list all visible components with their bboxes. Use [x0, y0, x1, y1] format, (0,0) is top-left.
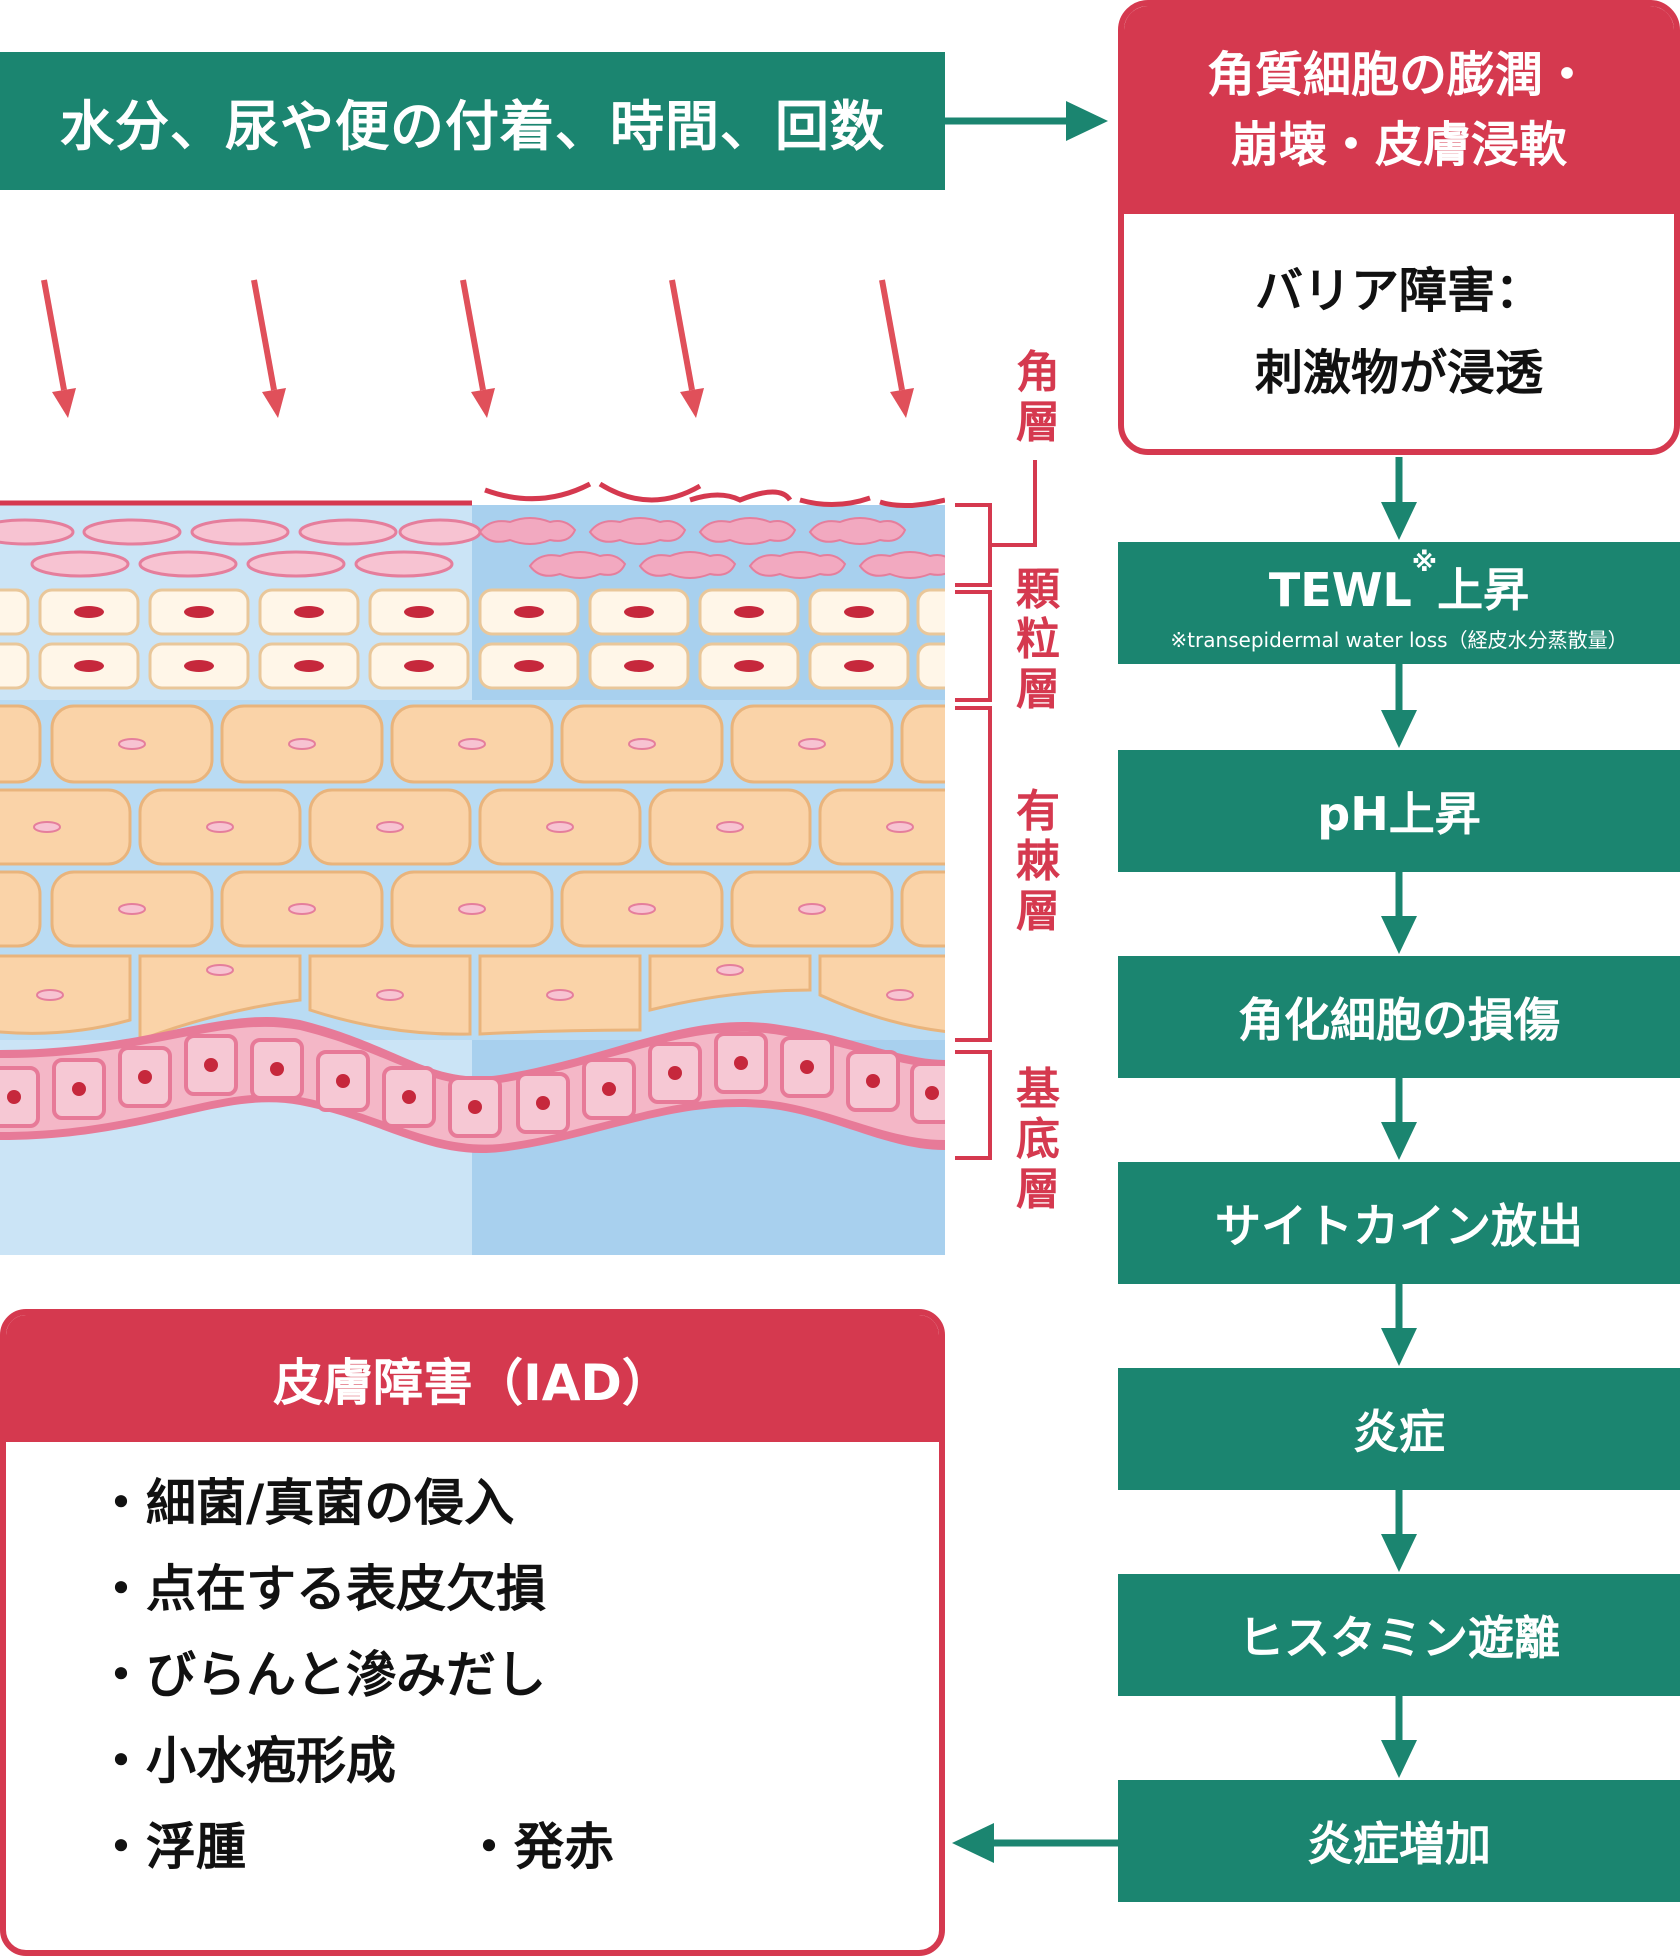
moisture-arrow-5 — [879, 279, 914, 418]
corneum-left — [0, 500, 482, 578]
damage-body-line-1: バリア障害： — [1254, 262, 1543, 319]
down-arrow-7 — [1381, 1696, 1417, 1778]
skin-cross-section — [0, 481, 945, 1255]
flow-step-keratinocyte-damage: 角化細胞の損傷 — [1118, 956, 1680, 1078]
down-arrow-2 — [1381, 664, 1417, 748]
moisture-arrow-4 — [669, 279, 704, 418]
layer-label-corneum: 角層 — [1016, 347, 1060, 448]
flow-down-arrows — [1381, 457, 1417, 1778]
moisture-arrow-2 — [251, 279, 286, 418]
down-arrow-5 — [1381, 1284, 1417, 1366]
flow-step-inflammation: 炎症 — [1118, 1368, 1680, 1490]
layer-label-spinous: 有棘層 — [1016, 786, 1060, 937]
flow-step-histamine: ヒスタミン遊離 — [1118, 1574, 1680, 1696]
down-arrow-4 — [1381, 1078, 1417, 1160]
damage-box-header: 角質細胞の膨潤・ 崩壊・皮膚浸軟 — [1124, 6, 1674, 214]
bracket-spinous — [955, 706, 992, 1042]
cause-text: 水分、尿や便の付着、時間、回数 — [60, 94, 885, 158]
flow-step-cytokine: サイトカイン放出 — [1118, 1162, 1680, 1284]
cause-banner: 水分、尿や便の付着、時間、回数 — [0, 52, 945, 190]
damage-body-line-2: 刺激物が浸透 — [1254, 344, 1543, 401]
corneum-right — [478, 481, 945, 579]
down-arrow-6 — [1381, 1490, 1417, 1572]
spinous-nuclei — [33, 738, 914, 1001]
iad-list: ・細菌/真菌の侵入 ・点在する表皮欠損 ・びらんと滲みだし ・小水疱形成 ・浮腫 — [96, 1460, 939, 1890]
moisture-arrow-1 — [41, 279, 76, 418]
bracket-corneum — [955, 460, 1037, 587]
moisture-arrow-3 — [460, 279, 495, 418]
iad-item-erythema: ・発赤 — [464, 1818, 614, 1876]
down-arrow-1 — [1381, 457, 1417, 540]
moisture-arrows — [41, 279, 914, 418]
bracket-granular — [955, 590, 992, 702]
basal-layer — [0, 1016, 945, 1154]
flow-step-inflammation-increase: 炎症増加 — [1118, 1780, 1680, 1902]
arrow-cause-to-damage — [945, 101, 1108, 141]
iad-box: 皮膚障害（IAD） ・細菌/真菌の侵入 ・点在する表皮欠損 ・びらんと滲みだし … — [0, 1309, 945, 1956]
flow-step-tewl: TEWL※上昇 ※transepidermal water loss（経皮水分蒸… — [1118, 542, 1680, 664]
iad-list-area: ・細菌/真菌の侵入 ・点在する表皮欠損 ・びらんと滲みだし ・小水疱形成 ・浮腫… — [6, 1442, 939, 1890]
granular-nuclei — [74, 606, 874, 672]
layer-brackets — [955, 460, 1037, 1160]
stratum-corneum-damage-box: 角質細胞の膨潤・ 崩壊・皮膚浸軟 バリア障害： 刺激物が浸透 — [1118, 0, 1680, 455]
iad-item-vesicle: ・小水疱形成 — [96, 1732, 396, 1790]
tewl-label: TEWL※上昇 — [1268, 547, 1530, 617]
iad-item-epidermal-defect: ・点在する表皮欠損 — [96, 1560, 546, 1618]
iad-item-bacteria: ・細菌/真菌の侵入 — [96, 1474, 515, 1532]
iad-title-bar: 皮膚障害（IAD） — [6, 1315, 939, 1442]
layer-label-granular: 顆粒層 — [1016, 564, 1060, 715]
bracket-basal — [955, 1050, 992, 1160]
layer-label-basal: 基底層 — [1016, 1064, 1060, 1215]
damage-header-line-2: 崩壊・皮膚浸軟 — [1230, 117, 1567, 173]
down-arrow-3 — [1381, 872, 1417, 954]
iad-item-edema: ・浮腫 — [96, 1818, 246, 1876]
iad-item-erosion: ・びらんと滲みだし — [96, 1646, 546, 1704]
iad-title: 皮膚障害（IAD） — [273, 1353, 672, 1412]
arrow-flow-to-iad — [952, 1823, 1118, 1863]
flow-step-ph: pH上昇 — [1118, 750, 1680, 872]
damage-box-body: バリア障害： 刺激物が浸透 — [1124, 214, 1674, 449]
tewl-note: ※transepidermal water loss（経皮水分蒸散量） — [1170, 627, 1628, 652]
damage-header-line-1: 角質細胞の膨潤・ — [1206, 47, 1591, 103]
